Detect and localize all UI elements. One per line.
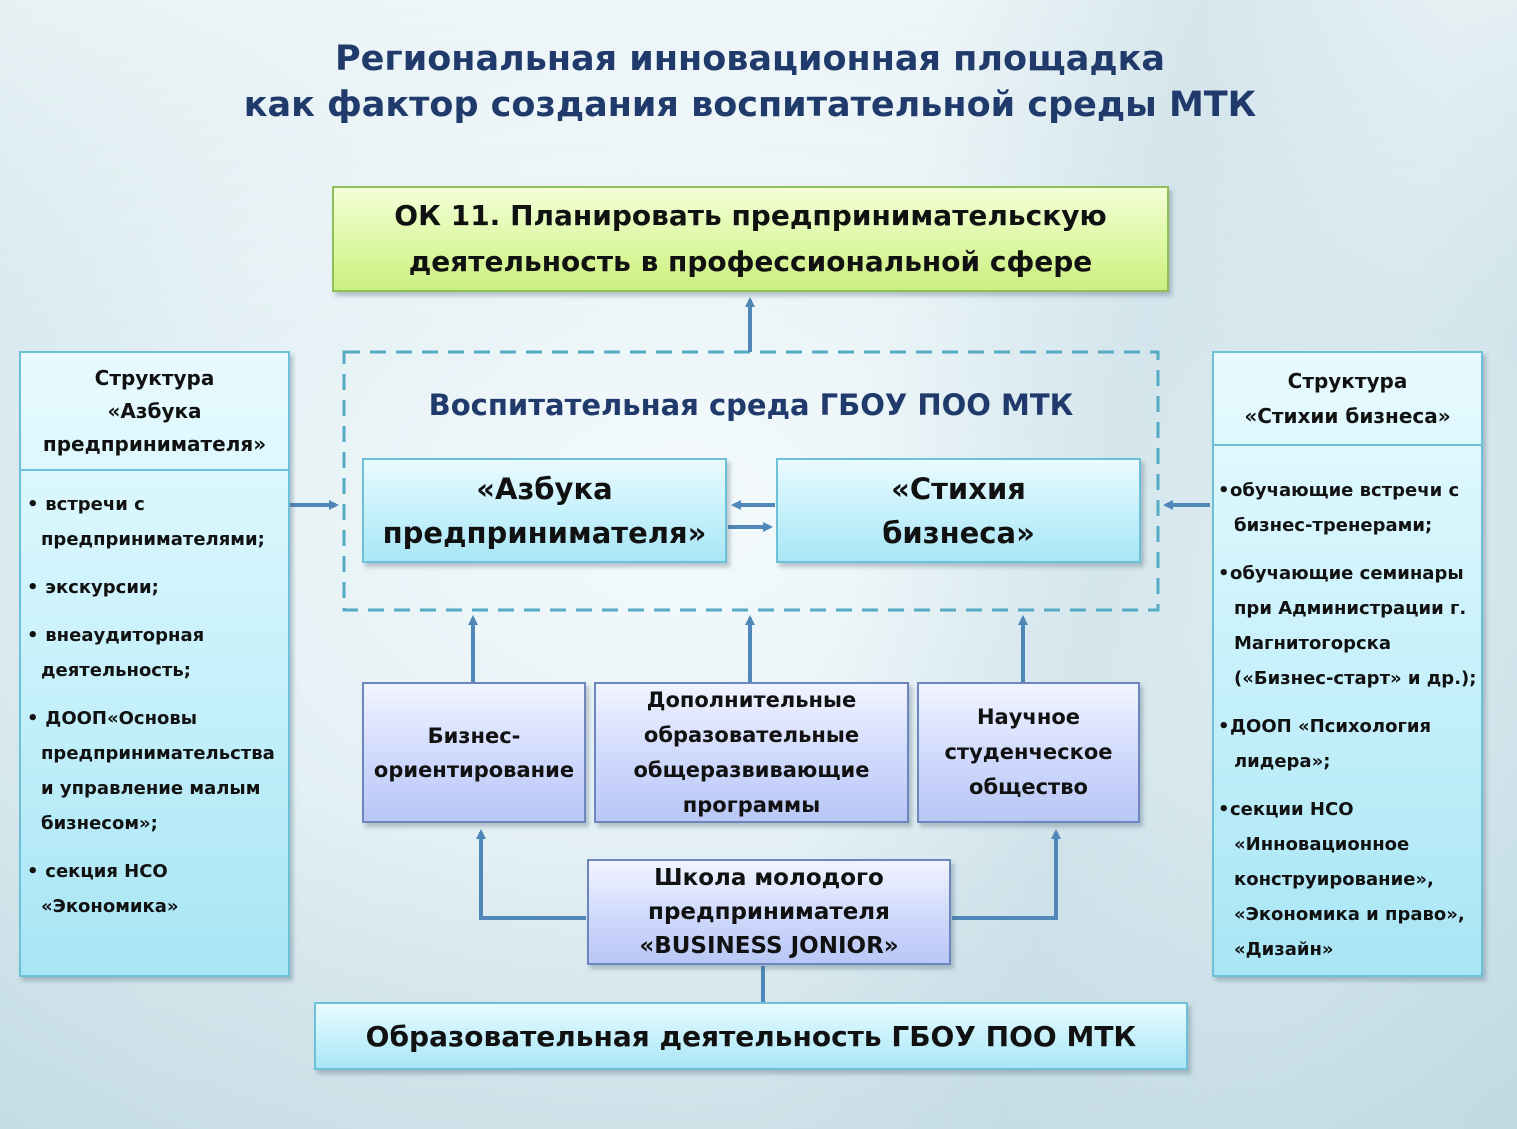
page-title: Региональная инновационная площадка как … (243, 39, 1257, 125)
list-item: • внеаудиторная деятельность; (27, 625, 205, 681)
left-panel: Структура «Азбука предпринимателя» • вст… (19, 351, 290, 977)
right-panel: Структура «Стихии бизнеса» •обучающие вс… (1212, 351, 1483, 977)
student-society-box: Научное студенческое общество (917, 682, 1140, 823)
list-item: •ДООП «Психология лидера»; (1218, 716, 1432, 772)
environment-title: Воспитательная среда ГБОУ ПОО МТК (428, 388, 1074, 422)
list-item: • секция НСО «Экономика» (27, 861, 179, 917)
arrow-school-to-society (952, 829, 1061, 920)
left-panel-list: • встречи с предпринимателями; • экскурс… (21, 487, 288, 924)
azbuka-box: «Азбука предпринимателя» (362, 458, 727, 563)
arrow-school-to-business (476, 829, 586, 920)
business-orientation-box: Бизнес- ориентирование (362, 682, 586, 823)
right-panel-head: Структура «Стихии бизнеса» (1214, 353, 1481, 446)
school-box: Школа молодого предпринимателя «BUSINESS… (587, 859, 951, 965)
stikhiya-box: «Стихия бизнеса» (776, 458, 1141, 563)
list-item: • экскурсии; (27, 577, 159, 598)
list-item: •секции НСО «Инновационное конструирован… (1218, 799, 1465, 960)
programs-box: Дополнительные образовательные общеразви… (594, 682, 909, 823)
list-item: • встречи с предпринимателями; (27, 494, 265, 550)
ok11-box: ОК 11. Планировать предпринимательскую д… (332, 186, 1169, 292)
right-panel-list: •обучающие встречи с бизнес-тренерами; •… (1214, 473, 1481, 967)
list-item: •обучающие семинары при Администрации г.… (1218, 563, 1477, 689)
environment-frame (342, 350, 1160, 612)
bottom-box: Образовательная деятельность ГБОУ ПОО МТ… (314, 1002, 1188, 1070)
list-item: • ДООП«Основы предпринимательства и упра… (27, 708, 275, 834)
list-item: •обучающие встречи с бизнес-тренерами; (1218, 480, 1460, 536)
left-panel-head: Структура «Азбука предпринимателя» (21, 353, 288, 471)
